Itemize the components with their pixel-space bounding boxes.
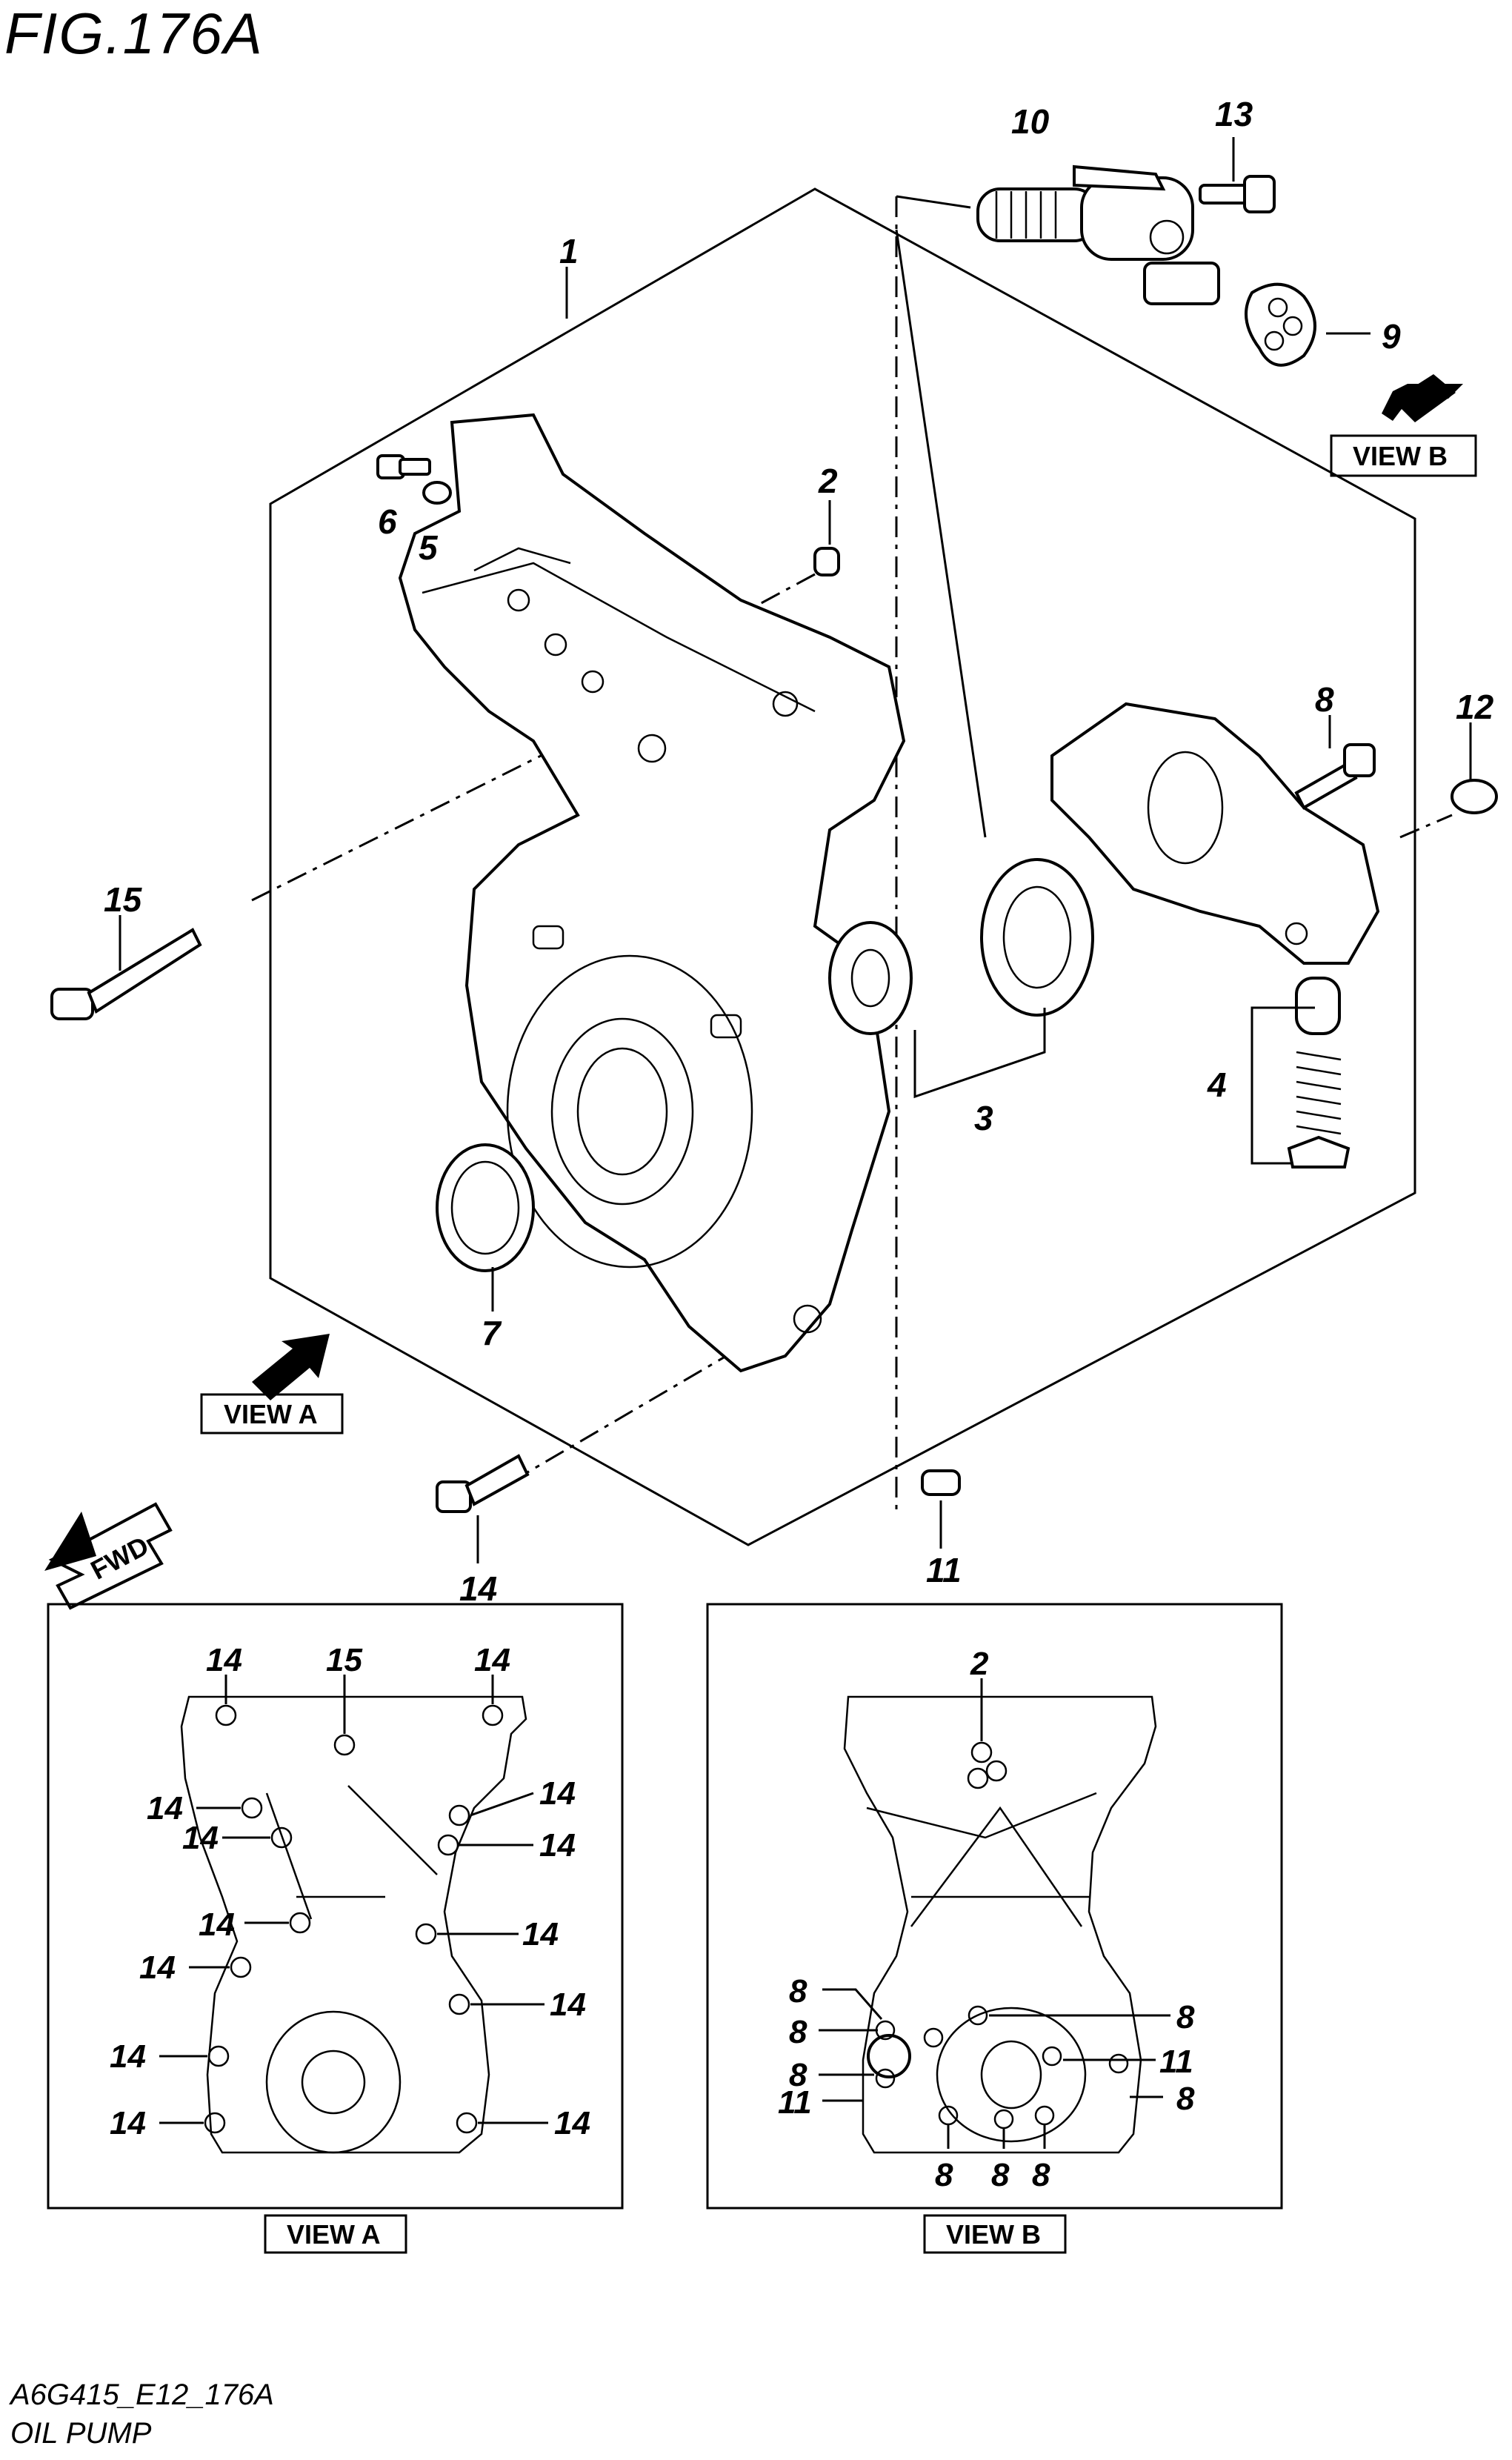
view-b-arrowhead-icon: [1393, 374, 1456, 422]
part-15-bolt: [50, 928, 202, 1020]
view-a-callout-8: 14: [199, 1906, 235, 1943]
view-b-callout-8a: 8: [789, 1973, 807, 2009]
view-a-callout-3: 14: [474, 1642, 510, 1678]
footer-code: A6G415_E12_176A: [10, 2378, 274, 2411]
figure-title: FIG.176A: [4, 1, 264, 66]
callout-8-main: 8: [1315, 680, 1334, 719]
view-a-callout-4: 14: [147, 1790, 183, 1826]
view-a-callout-2: 15: [326, 1642, 362, 1678]
view-b-leaders: [819, 1678, 1170, 2149]
part-8-bolt: [1294, 743, 1376, 810]
view-b-callout-8h: 8: [1032, 2157, 1050, 2193]
view-a-label: VIEW A: [224, 1399, 318, 1429]
view-a-callout-11: 14: [550, 1987, 586, 2023]
view-a-inset-label-box: [264, 2214, 407, 2254]
view-a-callout-7: 14: [539, 1827, 576, 1864]
callout-5: 5: [419, 528, 439, 567]
leader-10-diag: [895, 229, 987, 838]
view-b-callout-8c: 8: [789, 2057, 807, 2093]
part-14-bolt: [436, 1454, 530, 1513]
oil-pump-cover: [1050, 702, 1380, 965]
callout-11-main: 11: [926, 1551, 962, 1589]
part-12-o-ring: [1451, 779, 1498, 814]
view-b-label: VIEW B: [1353, 441, 1448, 471]
view-b-box: [1330, 434, 1477, 477]
callout-4: 4: [1207, 1066, 1227, 1104]
part-4-relief-valve: [1287, 977, 1351, 1168]
view-a-callout-12: 14: [110, 2038, 146, 2075]
view-b-callout-8e: 8: [1176, 2081, 1195, 2117]
leader-10: [896, 195, 971, 209]
view-a-box: [200, 1393, 344, 1435]
part-3-outer-rotor: [980, 858, 1094, 1017]
view-b-inset-label-box: [923, 2214, 1067, 2254]
part-6-bolt: [376, 454, 431, 479]
callout-13: 13: [1215, 95, 1253, 133]
view-b-callout-8f: 8: [935, 2157, 953, 2193]
callout-14-main: 14: [459, 1569, 497, 1608]
assembly-frame: [269, 187, 1416, 1546]
view-b-inset-frame: [706, 1603, 1283, 2210]
view-a-callout-9: 14: [522, 1916, 559, 1952]
view-b-callout-8d: 8: [1176, 1999, 1195, 2035]
callout-10: 10: [1011, 102, 1050, 141]
view-a-callout-5: 14: [182, 1820, 219, 1856]
view-a-callout-10: 14: [139, 1949, 176, 1986]
view-a-inset-frame: [47, 1603, 624, 2210]
view-b-callout-8b: 8: [789, 2014, 807, 2050]
view-a-callout-14: 14: [554, 2105, 590, 2141]
callout-9: 9: [1382, 317, 1401, 356]
part-13-bolt: [1199, 175, 1276, 213]
view-b-cover-drawing: [843, 1695, 1157, 2154]
callout-3: 3: [974, 1099, 993, 1137]
callout-6: 6: [378, 502, 397, 541]
view-a-cover-drawing: [180, 1695, 527, 2154]
view-b-callout-11b: 11: [778, 2084, 812, 2121]
part-1-timing-cover: [398, 413, 906, 1373]
view-a-callout-1: 14: [206, 1642, 242, 1678]
part-9-gasket: [1245, 282, 1316, 367]
leader-3: [913, 1008, 1046, 1099]
callout-12: 12: [1456, 688, 1494, 726]
view-a-inset-label: VIEW A: [287, 2219, 381, 2250]
part-3-inner-rotor: [828, 921, 913, 1035]
footer-name: OIL PUMP: [10, 2417, 152, 2450]
view-b-callout-2: 2: [970, 1646, 989, 1682]
view-a-arrow-icon: [252, 1334, 330, 1400]
part-2-dowel-pin: [813, 547, 840, 576]
fwd-arrow-icon: [44, 1502, 173, 1610]
view-b-inset-label: VIEW B: [946, 2219, 1041, 2250]
part-7-oil-seal: [436, 1143, 535, 1272]
callout-7: 7: [482, 1314, 502, 1352]
part-5-washer: [422, 481, 452, 505]
part-11-dowel-pin: [921, 1469, 961, 1496]
callout-2: 2: [818, 462, 838, 500]
part-10-oil-control-valve: [976, 164, 1220, 305]
view-a-leaders: [159, 1675, 548, 2124]
leader-dashed-12: [1399, 814, 1453, 839]
leader-4: [1250, 1006, 1315, 1165]
view-a-callout-13: 14: [110, 2105, 146, 2141]
view-a-callout-6: 14: [539, 1775, 576, 1812]
callout-15: 15: [104, 880, 143, 919]
view-b-callout-11a: 11: [1159, 2044, 1193, 2080]
view-b-callout-8g: 8: [991, 2157, 1010, 2193]
callout-1: 1: [559, 232, 579, 270]
